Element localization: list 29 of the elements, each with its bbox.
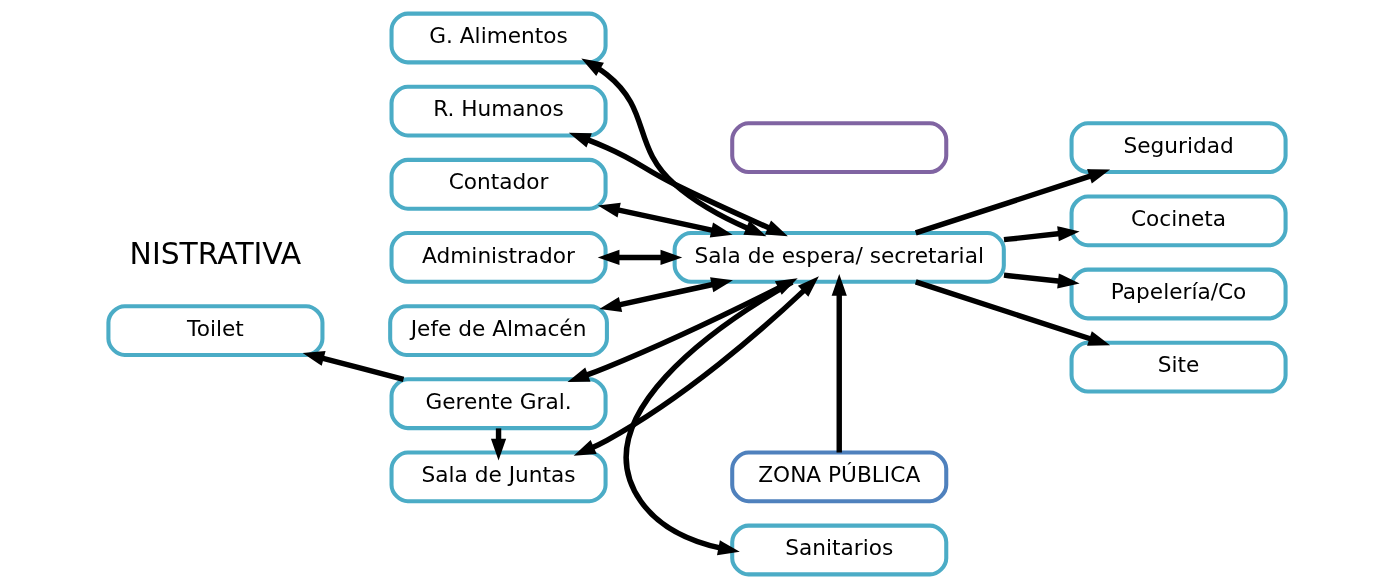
node-box: ZONA PÚBLICA <box>729 450 948 504</box>
arrow <box>597 249 682 266</box>
arrow <box>580 58 766 237</box>
label: NISTRATIVA <box>129 235 301 271</box>
node-box: Cocineta <box>1069 194 1288 248</box>
node-box: Sanitarios <box>729 523 948 577</box>
node-box: R. Humanos <box>389 84 608 138</box>
node-box: Sala de espera/ secretarial <box>672 231 1006 284</box>
node-box: Sala de Juntas <box>389 450 608 504</box>
arrow <box>302 351 404 382</box>
node-box <box>729 121 948 175</box>
node-box: Seguridad <box>1069 121 1288 175</box>
node-box: G. Alimentos <box>389 11 608 65</box>
node-box: Site <box>1069 340 1288 394</box>
arrow <box>914 279 1110 346</box>
arrow <box>623 279 794 556</box>
arrow <box>831 274 847 453</box>
arrow <box>597 202 733 238</box>
node-box: Contador <box>389 157 608 211</box>
arrow <box>1003 226 1080 243</box>
arrow <box>598 277 733 312</box>
arrow <box>568 132 788 237</box>
arrow <box>1003 272 1080 289</box>
node-box: Toilet <box>105 304 324 357</box>
node-box: Papelería/Co <box>1069 267 1288 321</box>
node-box: Gerente Gral. <box>389 377 608 431</box>
node-box: Administrador <box>389 231 608 284</box>
arrow <box>914 169 1110 236</box>
node-box: Jefe de Almacén <box>387 304 609 357</box>
